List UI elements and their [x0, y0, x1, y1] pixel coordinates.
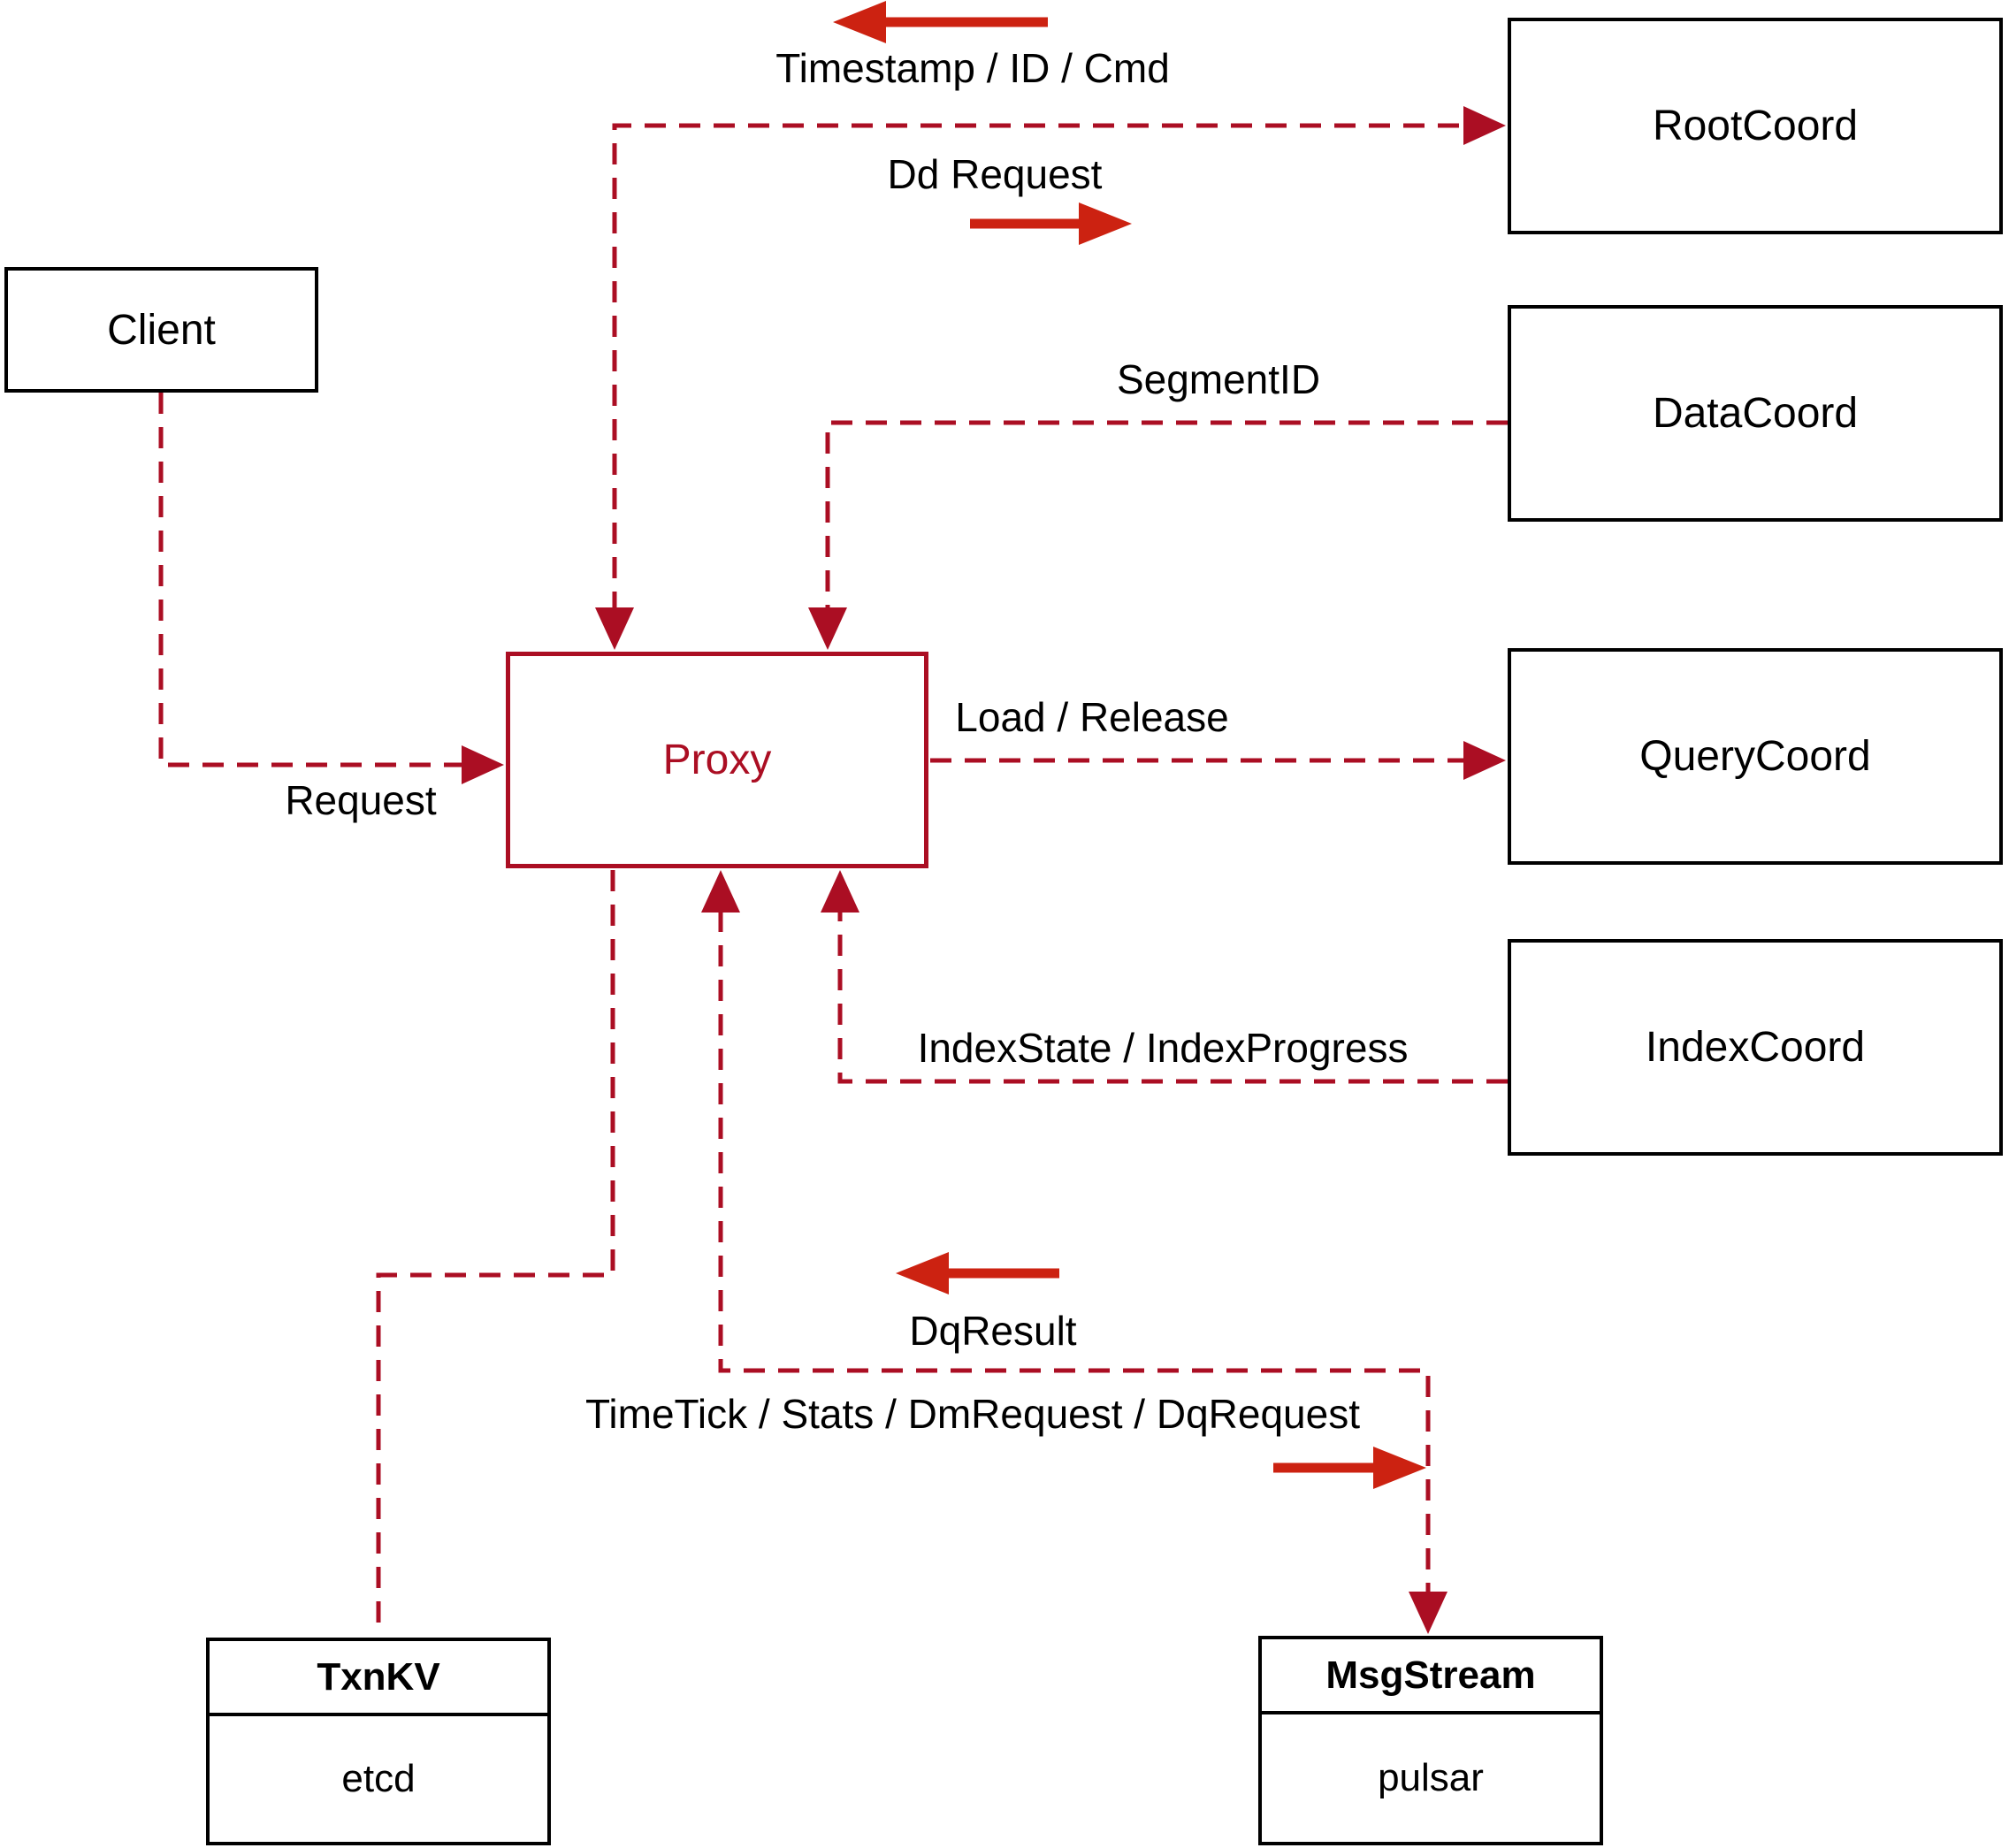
diagram-node-proxy: Proxy: [506, 652, 928, 868]
connector-client-proxy: [158, 393, 462, 767]
txnkv-title: TxnKV: [210, 1641, 547, 1716]
edge-label-request: Request: [285, 777, 437, 823]
arrowhead-into-proxy-bottom-from-msgstream: [701, 870, 740, 913]
querycoord-label: QueryCoord: [1639, 733, 1871, 780]
connector-indexcoord-proxy: [837, 911, 1508, 1084]
rootcoord-label: RootCoord: [1652, 103, 1859, 149]
arrowhead-into-msgstream: [1409, 1592, 1448, 1634]
txnkv-value: etcd: [341, 1757, 416, 1800]
edge-label-time-tick: TimeTick / Stats / DmRequest / DqRequest: [585, 1391, 1360, 1437]
time-tick-direction-right-arrow-icon: [1273, 1447, 1426, 1489]
indexcoord-label: IndexCoord: [1645, 1024, 1866, 1071]
client-label: Client: [107, 306, 216, 354]
edge-label-index-state: IndexState / IndexProgress: [917, 1025, 1409, 1071]
diagram-node-client: Client: [4, 267, 318, 393]
edge-label-dd-request: Dd Request: [887, 151, 1103, 197]
connector-proxy-rootcoord: [612, 123, 1463, 613]
edge-label-load-release: Load / Release: [955, 694, 1229, 740]
msgstream-title: MsgStream: [1262, 1639, 1600, 1714]
msgstream-value: pulsar: [1378, 1756, 1484, 1799]
arrowhead-into-proxy-left: [462, 745, 504, 784]
arrowhead-into-querycoord: [1463, 741, 1506, 780]
diagram-node-rootcoord: RootCoord: [1508, 18, 2003, 234]
dq-result-direction-left-arrow-icon: [896, 1252, 1059, 1294]
connector-proxy-msgstream: [718, 911, 1431, 1592]
edge-label-timestamp: Timestamp / ID / Cmd: [775, 45, 1170, 91]
edge-label-dq-result: DqResult: [909, 1308, 1077, 1354]
diagram-node-querycoord: QueryCoord: [1508, 648, 2003, 865]
timestamp-direction-left-arrow-icon: [833, 1, 1048, 43]
arrowhead-into-rootcoord: [1463, 106, 1506, 145]
arrowhead-into-proxy-bottom-from-indexcoord: [821, 870, 859, 913]
connector-datacoord-proxy: [825, 420, 1508, 609]
arrowhead-into-proxy-top-from-datacoord: [808, 607, 847, 650]
diagram-node-msgstream: MsgStream pulsar: [1258, 1636, 1603, 1845]
arrowhead-into-proxy-top-from-rootcoord: [595, 607, 634, 650]
datacoord-label: DataCoord: [1652, 390, 1859, 437]
connector-proxy-txnkv: [376, 870, 615, 1636]
diagram-node-indexcoord: IndexCoord: [1508, 939, 2003, 1156]
diagram-node-txnkv: TxnKV etcd: [206, 1638, 551, 1845]
diagram-node-datacoord: DataCoord: [1508, 305, 2003, 522]
proxy-label: Proxy: [662, 737, 772, 783]
dd-request-direction-right-arrow-icon: [970, 202, 1132, 245]
edge-label-segment-id: SegmentID: [1116, 356, 1321, 402]
